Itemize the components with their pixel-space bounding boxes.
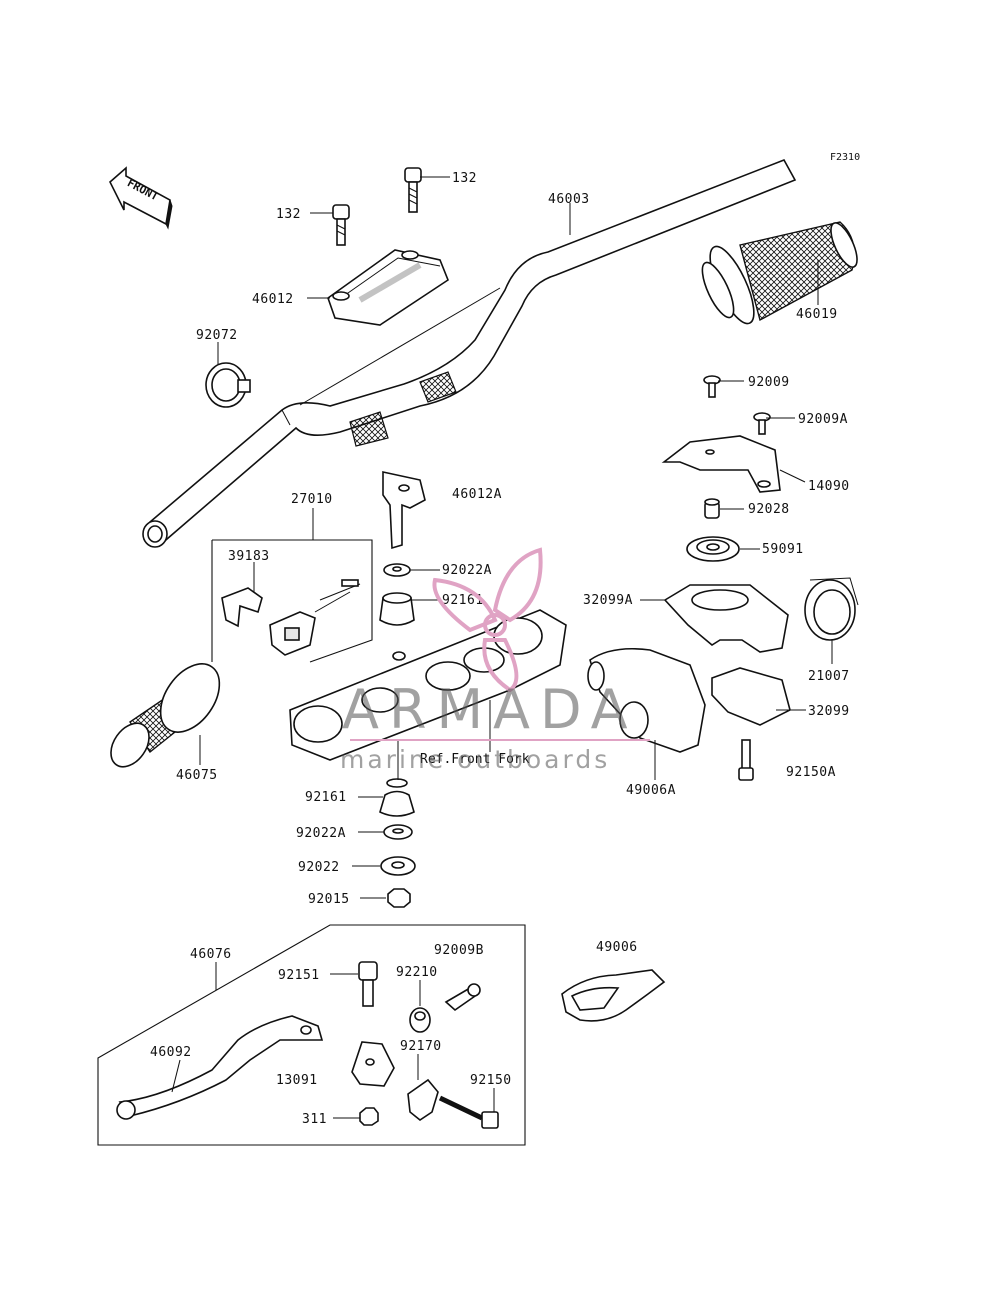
collar-92028-icon	[704, 498, 720, 519]
bolt-132-left-icon	[332, 204, 350, 246]
lever-assembly-box	[97, 924, 526, 1146]
watermark-tagline: marine outboards	[340, 745, 610, 774]
part-label[interactable]: 92009A	[798, 412, 848, 427]
figure-code: F2310	[830, 152, 860, 163]
propeller-logo-icon	[432, 547, 543, 693]
part-label[interactable]: 92210	[396, 965, 438, 980]
throttle-grip-46019-icon	[701, 221, 858, 325]
front-arrow-icon: FRONT	[109, 166, 173, 230]
leader-lines	[171, 176, 833, 1119]
kill-switch-icon	[269, 579, 361, 656]
switch-clamp-39183-icon	[221, 587, 263, 628]
reference-note: Ref.Front Fork	[420, 752, 530, 767]
part-label[interactable]: 92161	[442, 593, 484, 608]
part-label[interactable]: 46076	[190, 947, 232, 962]
part-label[interactable]: 92150	[470, 1073, 512, 1088]
part-label[interactable]: 39183	[228, 549, 270, 564]
part-label[interactable]: 13091	[276, 1073, 318, 1088]
bolt-92150a-icon	[738, 739, 754, 781]
part-label[interactable]: 311	[302, 1112, 327, 1127]
part-label[interactable]: 14090	[808, 479, 850, 494]
washer-92022a-upper-icon	[383, 563, 411, 577]
handguard-49006-icon	[561, 969, 666, 1022]
part-label[interactable]: 92028	[748, 502, 790, 517]
damper-92161-lower-icon	[379, 778, 415, 817]
part-label[interactable]: 46012	[252, 292, 294, 307]
part-label[interactable]: 46012A	[452, 487, 502, 502]
lever-holder-13091-icon	[351, 1041, 395, 1087]
nut-92015-icon	[387, 888, 411, 908]
adjuster-92210-icon	[409, 1007, 431, 1033]
part-label[interactable]: 92022	[298, 860, 340, 875]
part-labels: 132 132 46003 46012 92072 46019 92009 92…	[150, 171, 850, 1127]
handguard-49006a-icon	[587, 647, 706, 753]
part-label[interactable]: 49006	[596, 940, 638, 955]
clutch-lever-46092-icon	[116, 1015, 324, 1120]
part-label[interactable]: 92009B	[434, 943, 484, 958]
damper-92161-upper-icon	[379, 592, 415, 626]
bolt-92151-icon	[358, 961, 378, 1007]
holder-clamp-92170-icon	[407, 1078, 439, 1121]
part-label[interactable]: 32099	[808, 704, 850, 719]
bolt-132-top-icon	[404, 167, 422, 213]
screw-92009-icon	[703, 375, 721, 398]
part-label[interactable]: 92161	[305, 790, 347, 805]
watermark-brand: ARMADA	[342, 678, 638, 741]
part-label[interactable]: 92022A	[296, 826, 346, 841]
part-label[interactable]: 132	[276, 207, 301, 222]
part-label[interactable]: 92009	[748, 375, 790, 390]
part-label[interactable]: 32099A	[583, 593, 633, 608]
adjuster-bolt-92009b-icon	[444, 983, 481, 1012]
throttle-tube-21007-icon	[804, 577, 859, 641]
part-label[interactable]: 92015	[308, 892, 350, 907]
part-label[interactable]: 132	[452, 171, 477, 186]
part-label[interactable]: 46019	[796, 307, 838, 322]
part-label[interactable]: 21007	[808, 669, 850, 684]
washer-92022a-lower-icon	[383, 824, 413, 840]
watermark: ARMADA marine outboards	[340, 547, 650, 774]
screw-92009a-icon	[753, 412, 771, 435]
throttle-housing-32099a-icon	[663, 584, 789, 653]
throttle-housing-32099-icon	[711, 667, 791, 726]
left-grip-46075-icon	[110, 663, 221, 768]
clip-92072-icon	[205, 362, 251, 408]
part-label[interactable]: 49006A	[626, 783, 676, 798]
bolt-92150-icon	[438, 1095, 499, 1129]
part-label[interactable]: 27010	[291, 492, 333, 507]
part-label[interactable]: 92022A	[442, 563, 492, 578]
pulley-59091-icon	[686, 536, 740, 562]
part-label[interactable]: 46003	[548, 192, 590, 207]
switch-bracket-box	[211, 539, 373, 663]
part-label[interactable]: 92170	[400, 1039, 442, 1054]
throttle-cover-14090-icon	[661, 435, 781, 493]
part-label[interactable]: 46075	[176, 768, 218, 783]
handlebar-icon	[142, 158, 797, 548]
handlebar-clamp-46012-icon	[327, 249, 449, 326]
part-label[interactable]: 92151	[278, 968, 320, 983]
part-label[interactable]: 46092	[150, 1045, 192, 1060]
part-label[interactable]: 92072	[196, 328, 238, 343]
nut-311-icon	[359, 1107, 379, 1126]
part-label[interactable]: 92150A	[786, 765, 836, 780]
handlebar-holder-46012a-icon	[382, 471, 426, 550]
part-label[interactable]: 59091	[762, 542, 804, 557]
washer-92022-icon	[380, 856, 416, 876]
